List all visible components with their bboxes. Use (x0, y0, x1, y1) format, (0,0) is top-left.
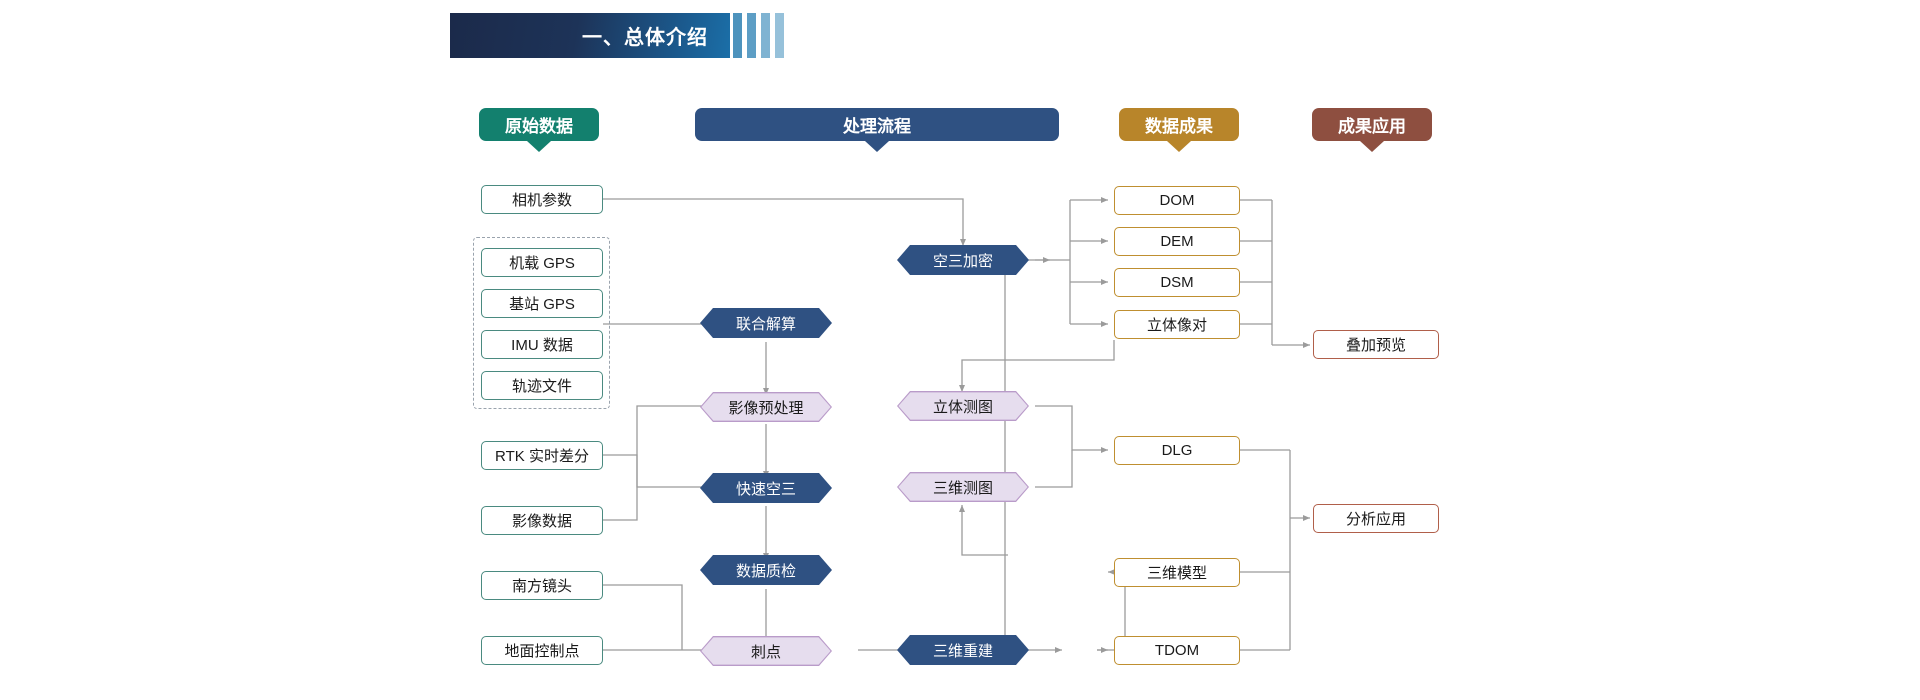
column-header-label: 数据成果 (1145, 117, 1213, 136)
node-ground-control-point[interactable]: 地面控制点 (481, 636, 603, 665)
node-label: 数据质检 (735, 562, 796, 580)
node-label: 地面控制点 (504, 643, 580, 660)
node-label: 联合解算 (735, 315, 796, 333)
node-3d-mapping[interactable]: 三维测图 (897, 472, 1029, 502)
node-imu-data[interactable]: IMU 数据 (481, 330, 603, 359)
node-label: DEM (1160, 233, 1194, 250)
node-stereo-pair[interactable]: 立体像对 (1114, 310, 1240, 339)
node-aerial-triangulation-densify[interactable]: 空三加密 (897, 245, 1029, 275)
node-label: 快速空三 (735, 480, 796, 498)
node-label: 空三加密 (932, 252, 993, 270)
hex-fill: 立体测图 (898, 392, 1027, 419)
node-label: 影像数据 (511, 513, 572, 530)
node-label: IMU 数据 (511, 337, 573, 354)
node-track-file[interactable]: 轨迹文件 (481, 371, 603, 400)
node-label: 相机参数 (511, 192, 572, 209)
hex-fill: 刺点 (701, 637, 830, 664)
column-header-label: 成果应用 (1338, 117, 1406, 136)
node-label: 立体测图 (932, 398, 993, 416)
node-overlay-preview[interactable]: 叠加预览 (1313, 330, 1439, 359)
column-header-application: 成果应用 (1312, 108, 1432, 152)
node-label: 刺点 (750, 643, 781, 661)
node-fast-aerial-triangulation[interactable]: 快速空三 (700, 473, 832, 503)
section-banner: 一、总体介绍 (450, 13, 730, 58)
node-rtk[interactable]: RTK 实时差分 (481, 441, 603, 470)
column-header-raw-data: 原始数据 (479, 108, 599, 152)
node-stereo-mapping[interactable]: 立体测图 (897, 391, 1029, 421)
node-label: DLG (1161, 442, 1193, 459)
hex-fill: 影像预处理 (701, 393, 830, 420)
node-label: DOM (1159, 192, 1195, 209)
node-camera-params[interactable]: 相机参数 (481, 185, 603, 214)
node-joint-solve[interactable]: 联合解算 (700, 308, 832, 338)
banner-stripe-1 (733, 13, 742, 58)
node-label: 立体像对 (1146, 317, 1207, 334)
node-label: DSM (1160, 274, 1194, 291)
banner-stripe-3 (761, 13, 770, 58)
pill-notch (1167, 141, 1191, 152)
pill-notch (865, 141, 889, 152)
node-airborne-gps[interactable]: 机载 GPS (481, 248, 603, 277)
column-header-data-result: 数据成果 (1119, 108, 1239, 152)
gnss-imu-group (473, 237, 610, 409)
node-tdom[interactable]: TDOM (1114, 636, 1240, 665)
banner-stripe-4 (775, 13, 784, 58)
node-image-data[interactable]: 影像数据 (481, 506, 603, 535)
node-south-lens[interactable]: 南方镜头 (481, 571, 603, 600)
node-point-marking[interactable]: 刺点 (700, 636, 832, 666)
node-label: 三维测图 (932, 479, 993, 497)
node-label: TDOM (1154, 642, 1200, 659)
pill-notch (527, 141, 551, 152)
node-label: 三维重建 (932, 642, 993, 660)
node-label: 基站 GPS (509, 296, 575, 313)
column-header-label: 处理流程 (843, 117, 911, 136)
banner-stripes (733, 13, 784, 58)
node-dem[interactable]: DEM (1114, 227, 1240, 256)
node-3d-reconstruction[interactable]: 三维重建 (897, 635, 1029, 665)
node-dlg[interactable]: DLG (1114, 436, 1240, 465)
node-image-preprocessing[interactable]: 影像预处理 (700, 392, 832, 422)
node-label: 分析应用 (1345, 511, 1406, 528)
node-quality-check[interactable]: 数据质检 (700, 555, 832, 585)
node-label: 三维模型 (1146, 565, 1207, 582)
node-label: 影像预处理 (728, 399, 804, 417)
hex-fill: 三维测图 (898, 473, 1027, 500)
node-label: 机载 GPS (509, 255, 575, 272)
node-label: 叠加预览 (1345, 337, 1406, 354)
node-dom[interactable]: DOM (1114, 186, 1240, 215)
node-label: 轨迹文件 (511, 378, 572, 395)
node-label: 南方镜头 (511, 578, 572, 595)
column-header-label: 原始数据 (505, 117, 573, 136)
node-analysis-application[interactable]: 分析应用 (1313, 504, 1439, 533)
node-dsm[interactable]: DSM (1114, 268, 1240, 297)
banner-stripe-2 (747, 13, 756, 58)
node-base-gps[interactable]: 基站 GPS (481, 289, 603, 318)
column-header-process: 处理流程 (695, 108, 1059, 152)
pill-notch (1360, 141, 1384, 152)
section-title: 一、总体介绍 (582, 27, 708, 49)
node-label: RTK 实时差分 (495, 448, 589, 465)
node-3d-model[interactable]: 三维模型 (1114, 558, 1240, 587)
